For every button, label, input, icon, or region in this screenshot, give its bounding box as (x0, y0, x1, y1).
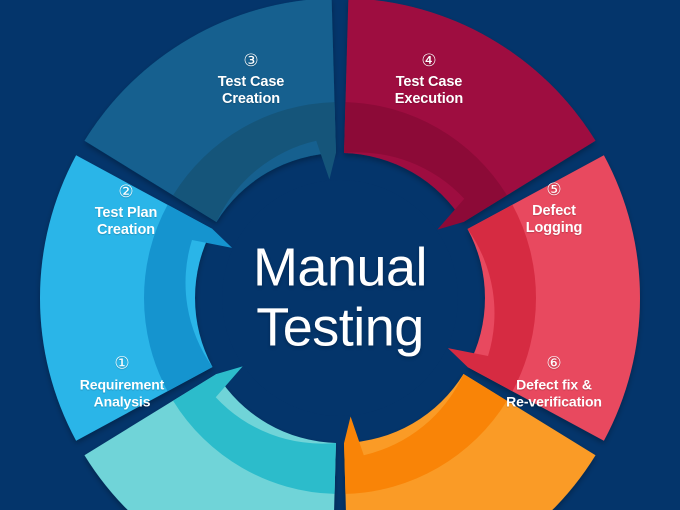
segment-arrow-band-4 (344, 102, 507, 230)
process-segment-6[interactable] (344, 373, 596, 510)
segment-arrow-band-1 (173, 366, 336, 494)
segment-arrow-band-3 (173, 102, 336, 223)
segment-body-3[interactable] (84, 0, 336, 223)
process-segment-4[interactable] (344, 0, 596, 230)
process-segment-3[interactable] (84, 0, 336, 223)
process-segment-5[interactable] (447, 155, 640, 441)
segment-arrow-band-5 (447, 204, 536, 392)
segment-arrow-band-6 (344, 373, 507, 494)
hub-disc (222, 180, 458, 416)
segment-body-4[interactable] (344, 0, 596, 223)
process-segment-1[interactable] (84, 366, 336, 510)
segment-arrow-band-2 (144, 204, 233, 392)
segment-layer (40, 0, 640, 510)
process-segment-2[interactable] (40, 155, 233, 441)
